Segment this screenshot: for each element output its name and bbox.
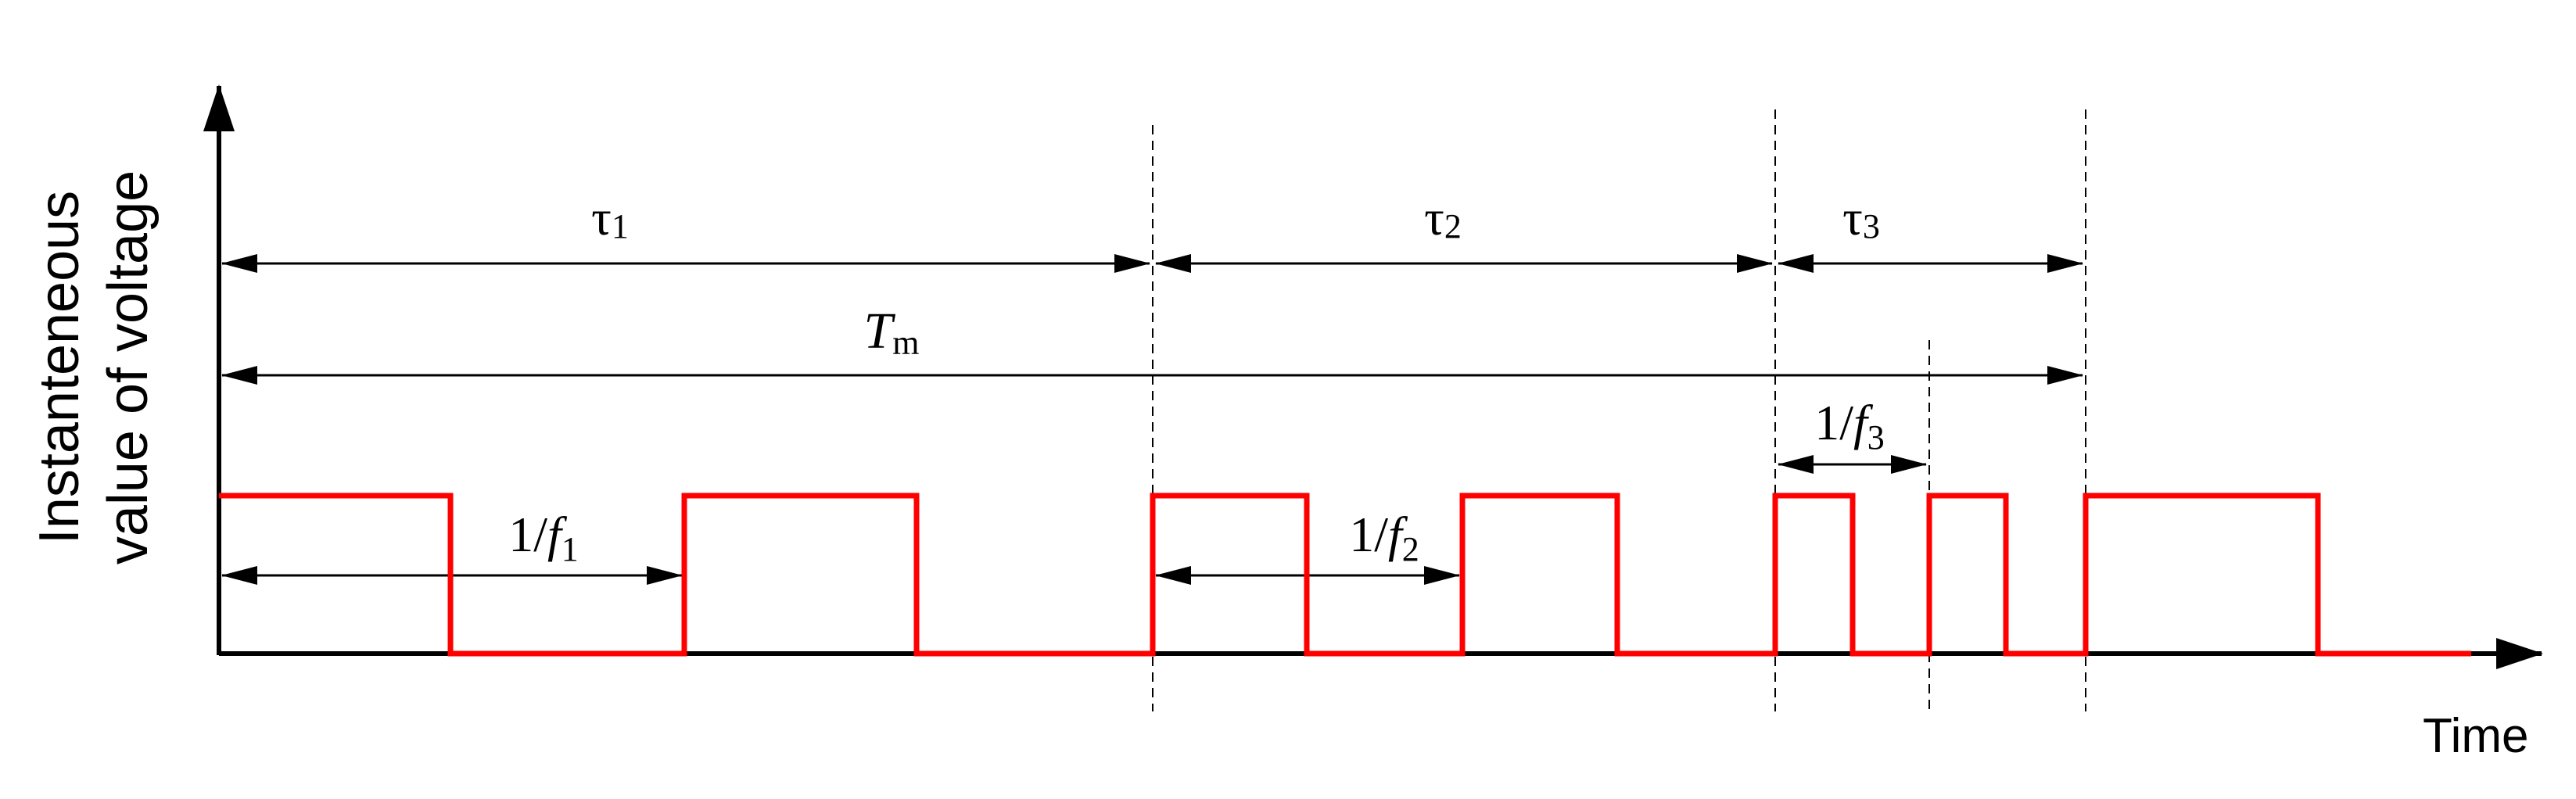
tau3-label: τ3 [1842, 190, 1880, 245]
y-axis-label: Instanteneous value of voltage [28, 170, 160, 564]
y-axis-label-line2: value of voltage [97, 170, 160, 564]
period3-label: 1/f3 [1814, 395, 1885, 457]
x-axis-label: Time [2423, 709, 2528, 763]
period2-label: 1/f2 [1349, 507, 1419, 568]
tau1-label: τ1 [591, 190, 629, 245]
tau2-label: τ2 [1424, 190, 1462, 245]
Tm-label: Tm [864, 303, 920, 362]
square-waveform [219, 493, 2471, 657]
period1-label: 1/f1 [508, 507, 579, 568]
y-axis-label-line1: Instanteneous [28, 191, 91, 544]
